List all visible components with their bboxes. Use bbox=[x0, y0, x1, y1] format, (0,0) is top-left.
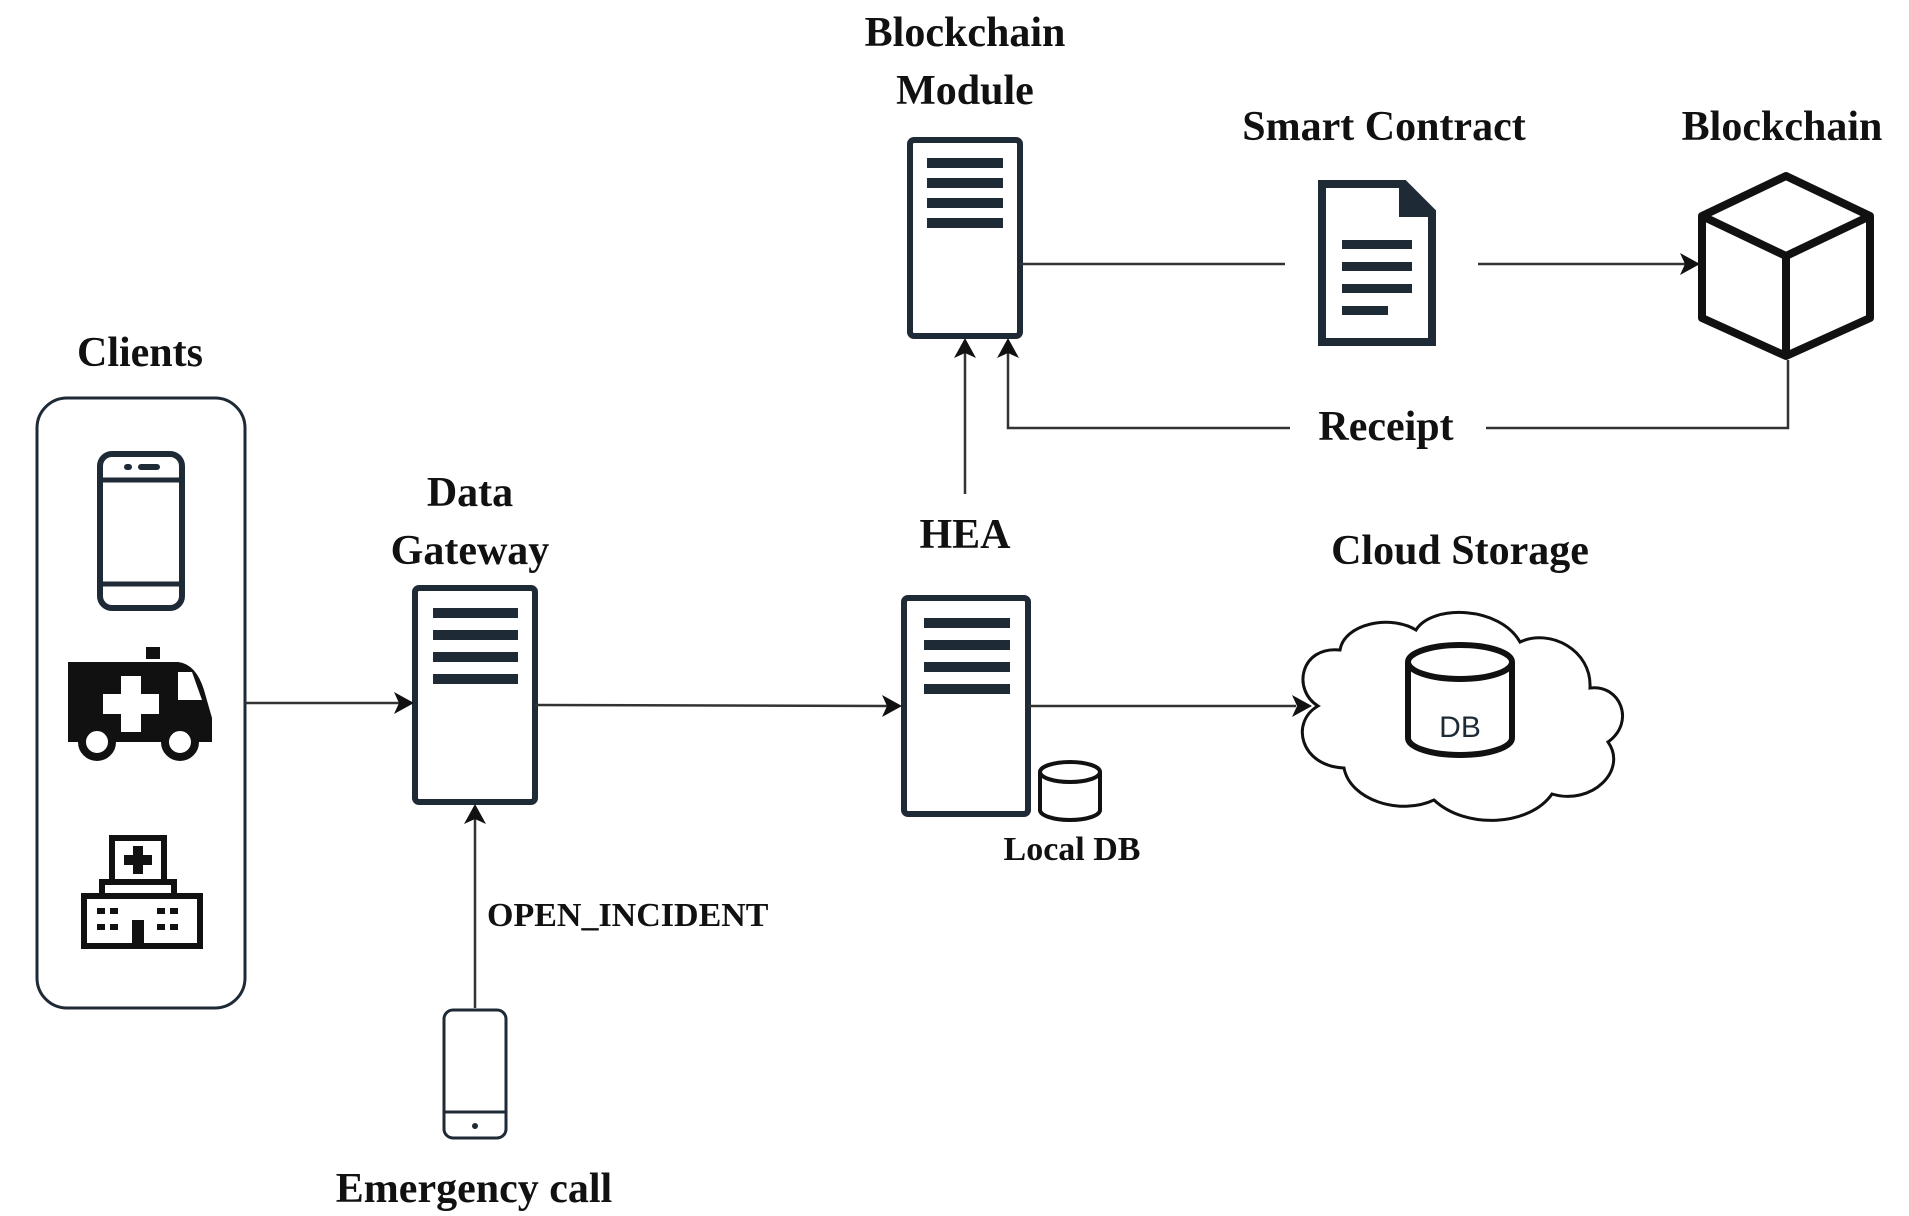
db-label: DB bbox=[1439, 711, 1481, 744]
blockchain-label: Blockchain bbox=[1682, 104, 1883, 150]
open-incident-label: OPEN_INCIDENT bbox=[487, 897, 769, 934]
smart-contract-label: Smart Contract bbox=[1242, 104, 1525, 150]
hea-label: HEA bbox=[919, 512, 1011, 558]
clients-to-gateway-arrow bbox=[245, 692, 414, 714]
local-db-label: Local DB bbox=[1004, 831, 1141, 868]
receipt-label: Receipt bbox=[1318, 404, 1453, 450]
blockchain-cube-icon bbox=[1698, 172, 1874, 360]
blockchain-module-server-icon bbox=[907, 137, 1023, 339]
smartphone-icon bbox=[97, 451, 185, 611]
data-gateway-label-line2: Gateway bbox=[391, 528, 550, 574]
receipt-return-arrow bbox=[997, 338, 1790, 430]
emergency-mobile-phone-icon bbox=[442, 1008, 508, 1140]
local-db-database-icon bbox=[1038, 760, 1102, 822]
data-gateway-server-icon bbox=[412, 585, 538, 805]
hea-to-blockchain-module-arrow bbox=[954, 338, 976, 494]
cloud-storage-label: Cloud Storage bbox=[1331, 528, 1589, 574]
data-gateway-label-line1: Data bbox=[427, 470, 513, 516]
emergency-to-gateway-arrow bbox=[464, 804, 486, 1008]
clients-label: Clients bbox=[77, 330, 203, 376]
blockchain-module-label-line1: Blockchain bbox=[865, 10, 1066, 56]
smart-contract-to-blockchain-arrow bbox=[1478, 253, 1700, 275]
emergency-call-label: Emergency call bbox=[336, 1166, 612, 1212]
blockchain-module-label-line2: Module bbox=[896, 68, 1034, 114]
hospital-icon bbox=[81, 835, 203, 949]
hea-to-cloud-arrow bbox=[1028, 695, 1312, 717]
gateway-to-hea-arrow bbox=[534, 695, 902, 717]
smart-contract-document-icon bbox=[1318, 180, 1436, 346]
ambulance-icon bbox=[68, 647, 212, 761]
hea-server-icon bbox=[901, 595, 1031, 817]
cloud-storage-database-icon bbox=[1405, 642, 1515, 758]
